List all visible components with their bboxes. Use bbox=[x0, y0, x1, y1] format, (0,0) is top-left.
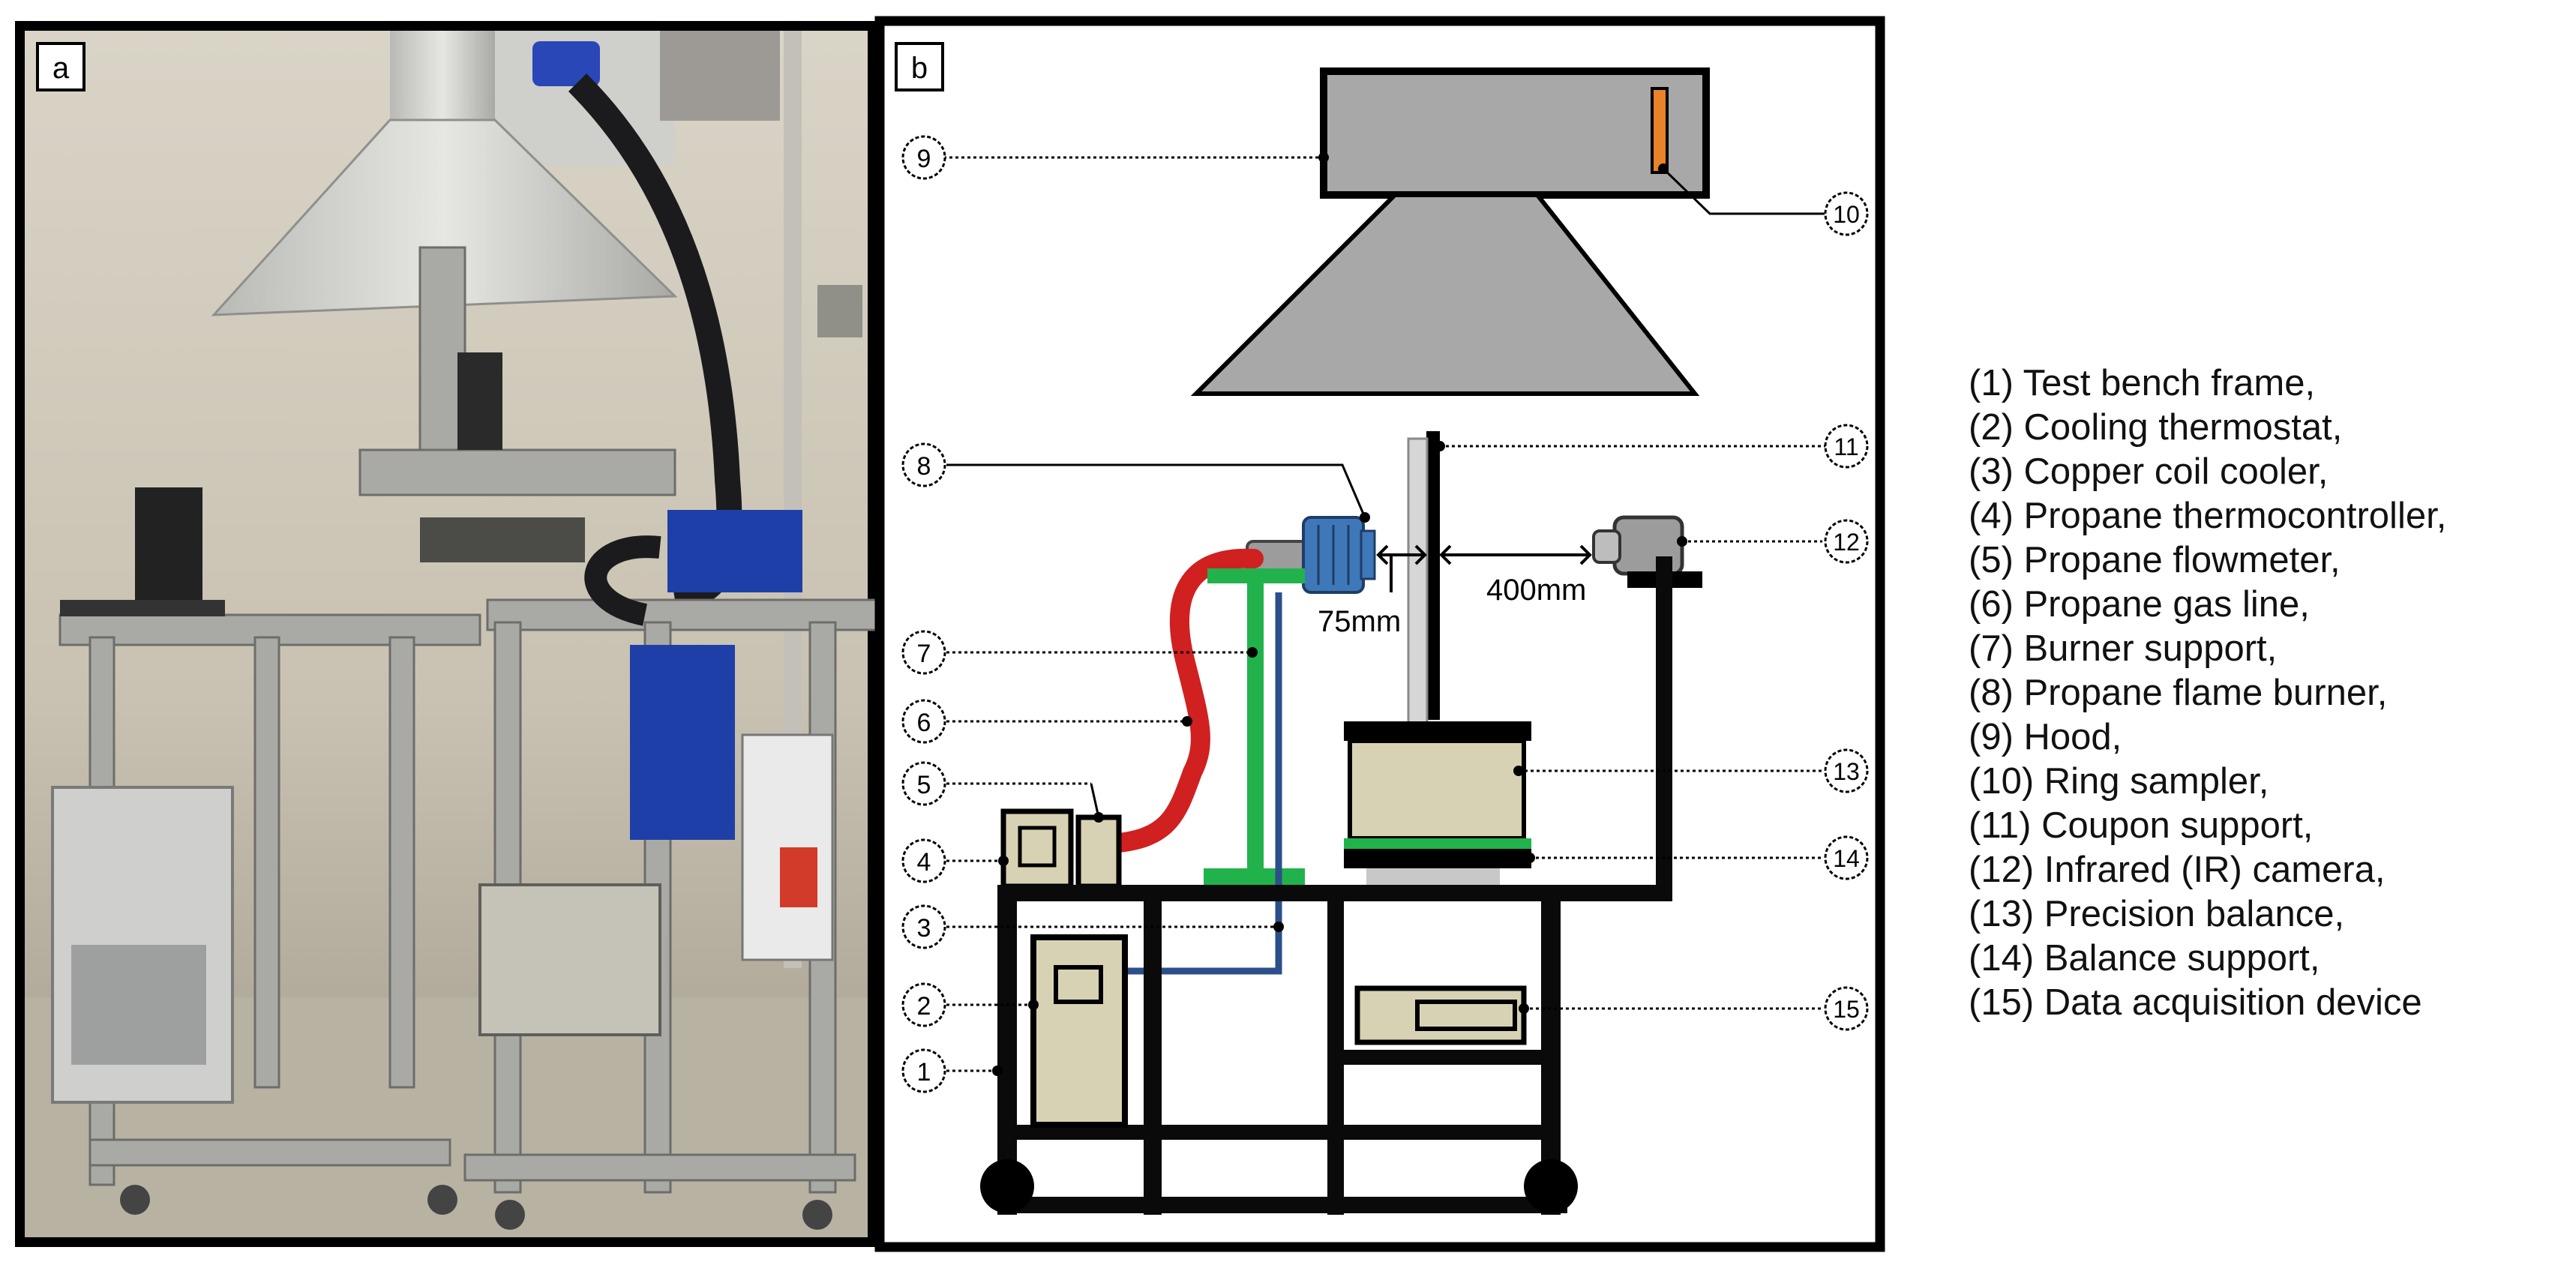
panel-b: b 75mm 400mm bbox=[874, 16, 1885, 1252]
legend-item-12: (12) Infrared (IR) camera, bbox=[1969, 850, 2386, 890]
callout-5-text: 5 bbox=[917, 771, 931, 799]
wheel-left bbox=[980, 1159, 1034, 1213]
callout-7-text: 7 bbox=[917, 640, 931, 668]
hood bbox=[1320, 67, 1710, 199]
burner-support-top bbox=[1207, 568, 1305, 583]
propane-flowmeter bbox=[1075, 814, 1122, 889]
blue-fan bbox=[532, 41, 600, 86]
leader-dots bbox=[992, 152, 1687, 1076]
panel-a-label-box bbox=[36, 42, 85, 91]
callout-11: 11 bbox=[1824, 424, 1869, 469]
callout-12-text: 12 bbox=[1833, 529, 1860, 556]
burner-support-base bbox=[1204, 868, 1305, 888]
legend-item-14: (14) Balance support, bbox=[1969, 938, 2320, 979]
dimension-burner-arrow bbox=[1376, 544, 1427, 592]
callout-7: 7 bbox=[901, 630, 946, 675]
callout-6-text: 6 bbox=[917, 709, 931, 737]
callout-4-text: 4 bbox=[917, 848, 931, 877]
coupon-plate bbox=[1407, 437, 1429, 755]
hood-cone-photo bbox=[211, 118, 678, 316]
callout-10: 10 bbox=[1824, 191, 1869, 236]
callout-1-text: 1 bbox=[917, 1058, 931, 1087]
dimension-75mm: 75mm bbox=[1318, 605, 1401, 638]
legend-item-8: (8) Propane flame burner, bbox=[1969, 673, 2388, 713]
ir-box-photo bbox=[667, 510, 802, 592]
callout-6: 6 bbox=[901, 699, 946, 744]
data-acquisition-device bbox=[1354, 985, 1527, 1045]
legend-item-2: (2) Cooling thermostat, bbox=[1969, 407, 2343, 448]
legend-item-4: (4) Propane thermocontroller, bbox=[1969, 496, 2447, 536]
callout-13-text: 13 bbox=[1833, 758, 1860, 785]
legend-item-5: (5) Propane flowmeter, bbox=[1969, 540, 2341, 580]
callouts: 9 10 8 11 12 7 6 5 4 13 14 3 2 15 1 bbox=[901, 135, 1869, 1093]
panel-b-label: b bbox=[911, 52, 928, 85]
callout-3-text: 3 bbox=[917, 914, 931, 943]
legend-item-1: (1) Test bench frame, bbox=[1969, 363, 2316, 403]
callout-8: 8 bbox=[901, 442, 946, 487]
cooling-line bbox=[1126, 592, 1282, 975]
callout-12: 12 bbox=[1824, 519, 1869, 564]
callout-9: 9 bbox=[901, 135, 946, 180]
dimension-400mm: 400mm bbox=[1486, 574, 1586, 607]
callout-3: 3 bbox=[901, 904, 946, 949]
legend-item-13: (13) Precision balance, bbox=[1969, 894, 2345, 934]
panel-a: a bbox=[15, 21, 879, 1247]
balance-top-plate bbox=[1344, 721, 1531, 741]
balance-support bbox=[1344, 838, 1531, 849]
balance-bottom-plate bbox=[1344, 849, 1531, 868]
callout-15-text: 15 bbox=[1833, 996, 1860, 1023]
component-legend: (1) Test bench frame, (2) Cooling thermo… bbox=[1969, 361, 2446, 1025]
panel-a-label: a bbox=[52, 52, 70, 85]
balance-foot bbox=[1366, 868, 1500, 885]
callout-2-text: 2 bbox=[917, 992, 931, 1021]
legend-item-11: (11) Coupon support, bbox=[1969, 805, 2314, 846]
callout-14-text: 14 bbox=[1833, 845, 1860, 872]
propane-thermocontroller bbox=[1000, 808, 1074, 889]
callout-5: 5 bbox=[901, 761, 946, 806]
coupon-support-post bbox=[1426, 431, 1440, 720]
propane-gas-line bbox=[1100, 548, 1264, 853]
callout-11-text: 11 bbox=[1834, 433, 1858, 460]
legend-item-3: (3) Copper coil cooler, bbox=[1969, 451, 2329, 492]
legend-item-10: (10) Ring sampler, bbox=[1969, 761, 2269, 802]
hood-cone bbox=[1190, 193, 1700, 396]
precision-balance bbox=[1348, 739, 1526, 841]
legend-item-15: (15) Data acquisition device bbox=[1969, 982, 2422, 1023]
panel-b-label-box bbox=[895, 42, 944, 91]
laptop-photo bbox=[135, 487, 202, 600]
test-bench-frame bbox=[997, 556, 1672, 1215]
callout-9-text: 9 bbox=[917, 145, 931, 173]
callout-10-text: 10 bbox=[1833, 201, 1860, 228]
callout-2: 2 bbox=[901, 982, 946, 1027]
callout-13: 13 bbox=[1824, 748, 1869, 793]
ring-sampler bbox=[1651, 87, 1669, 174]
daq-photo bbox=[478, 883, 661, 1036]
callout-14: 14 bbox=[1824, 835, 1869, 880]
callout-15: 15 bbox=[1824, 986, 1869, 1031]
burner-support-web bbox=[1247, 583, 1264, 868]
legend-item-9: (9) Hood, bbox=[1969, 717, 2122, 757]
callout-4: 4 bbox=[901, 838, 946, 883]
legend-item-6: (6) Propane gas line, bbox=[1969, 584, 2310, 625]
wheel-right bbox=[1524, 1159, 1578, 1213]
ir-camera-lens bbox=[1592, 529, 1621, 564]
callout-1: 1 bbox=[901, 1048, 946, 1093]
leader-lines bbox=[943, 156, 1826, 1072]
callout-8-text: 8 bbox=[917, 452, 931, 481]
legend-item-7: (7) Burner support, bbox=[1969, 628, 2278, 669]
dimension-camera-arrow bbox=[1439, 544, 1592, 565]
